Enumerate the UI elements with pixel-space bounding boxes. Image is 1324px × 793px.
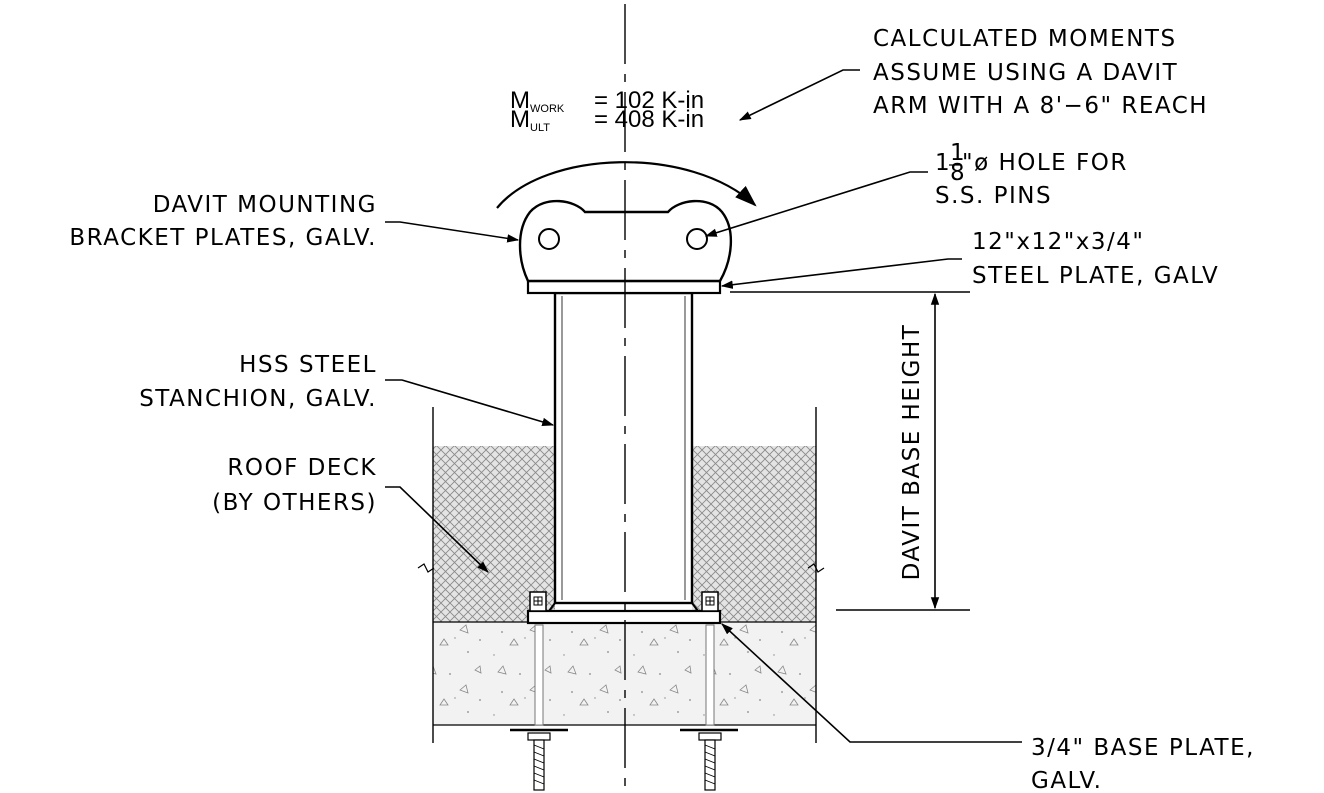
pin-hole-left <box>538 228 560 250</box>
moment-arrow <box>496 161 757 209</box>
m-ult-sub: ULT <box>530 122 550 134</box>
base-note-line2: GALV. <box>1031 768 1102 793</box>
callout-calculated-moments: CALCULATED MOMENTS ASSUME USING A DAVIT … <box>738 26 1208 121</box>
hole-frac-num: 1 <box>950 140 966 166</box>
calc-note-line1: CALCULATED MOMENTS <box>873 26 1177 52</box>
svg-text:MWORK: MWORK <box>510 87 565 115</box>
pin-hole-right <box>686 228 708 250</box>
hss-stanchion <box>553 291 694 605</box>
dimension-davit-base-height: DAVIT BASE HEIGHT <box>730 291 970 611</box>
calc-note-line2: ASSUME USING A DAVIT <box>873 60 1178 86</box>
callout-roof-deck: ROOF DECK (BY OTHERS) <box>212 455 489 573</box>
hole-note-line2: S.S. PINS <box>935 183 1052 209</box>
moment-values: MWORK = 102 K-in MULT = 408 K-in <box>510 87 704 134</box>
roof-deck <box>433 446 816 622</box>
m-work-symbol: M <box>510 87 530 114</box>
base-plate <box>526 591 722 625</box>
bracket-note-line2: BRACKET PLATES, GALV. <box>69 225 377 251</box>
top-steel-plate <box>526 279 722 295</box>
deck-note-line1: ROOF DECK <box>227 455 377 481</box>
deck-note-line2: (BY OTHERS) <box>212 490 377 516</box>
m-ult-symbol: M <box>510 106 530 133</box>
hole-frac-den: 8 <box>950 160 966 186</box>
svg-text:MULT: MULT <box>510 106 550 134</box>
callout-pin-hole: 1 1 8 "ø HOLE FOR S.S. PINS <box>704 140 1128 237</box>
m-ult-value: = 408 K-in <box>594 106 704 133</box>
bracket-note-line1: DAVIT MOUNTING <box>153 192 377 218</box>
dim-label: DAVIT BASE HEIGHT <box>899 324 925 581</box>
svg-text:1: 1 <box>935 150 951 176</box>
anchor-rods <box>510 624 738 791</box>
m-work-value: = 102 K-in <box>594 87 704 114</box>
calc-note-line3: ARM WITH A 8'−6" REACH <box>873 93 1208 119</box>
hole-note-line1: "ø HOLE FOR <box>962 150 1128 176</box>
hss-note-line2: STANCHION, GALV. <box>139 386 377 412</box>
hole-whole: 1 <box>935 150 951 176</box>
hss-note-line1: HSS STEEL <box>239 352 377 378</box>
callout-bracket-plates: DAVIT MOUNTING BRACKET PLATES, GALV. <box>69 192 520 251</box>
davit-bracket-plate <box>518 199 733 283</box>
callout-base-plate: 3/4" BASE PLATE, GALV. <box>721 623 1255 793</box>
section-boundaries <box>417 407 825 743</box>
base-note-line1: 3/4" BASE PLATE, <box>1031 735 1255 761</box>
plate-note-line1: 12"x12"x3/4" <box>972 229 1145 255</box>
callout-hss: HSS STEEL STANCHION, GALV. <box>139 352 555 426</box>
plate-note-line2: STEEL PLATE, GALV <box>972 263 1219 289</box>
m-work-sub: WORK <box>530 103 565 115</box>
callout-top-plate: 12"x12"x3/4" STEEL PLATE, GALV <box>720 229 1219 289</box>
